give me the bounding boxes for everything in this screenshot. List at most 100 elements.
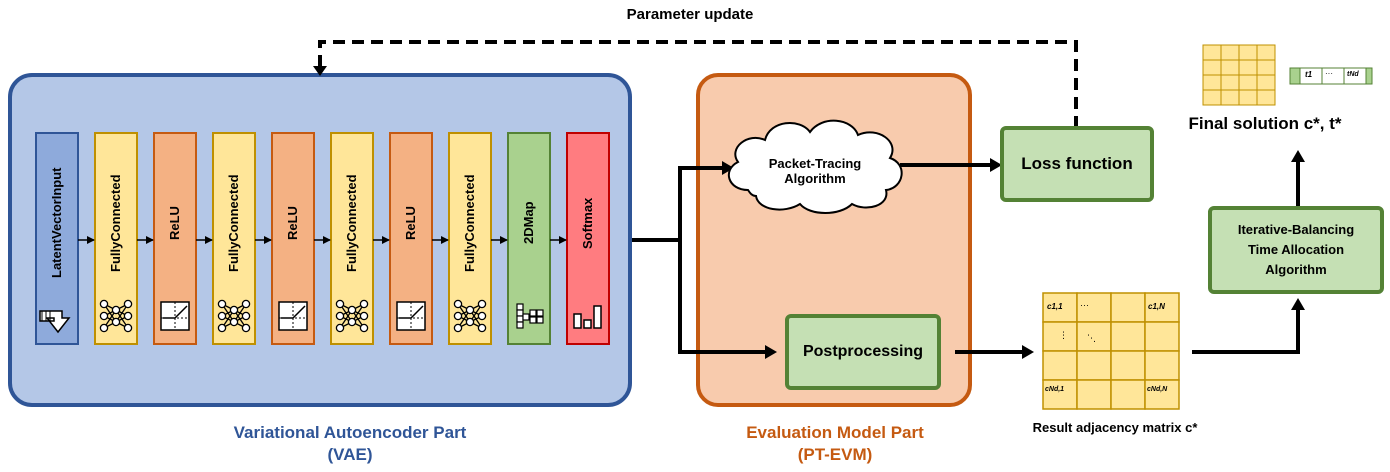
postprocessing-label: Postprocessing [802,343,924,360]
layer-label-9: Softmax [580,197,595,249]
parameter-update-label: Parameter update [626,6,754,23]
vae-caption-line1: Variational Autoencoder Part [233,423,467,442]
iterative-line2: Time Allocation [1247,242,1345,257]
matrix-cell [1144,321,1180,352]
parameter-update-arrowhead [313,66,327,76]
matrix-cell [1076,350,1112,381]
matrix-cell [1110,292,1146,323]
final-matrix-icon [1202,44,1276,106]
matrix-cell [1110,350,1146,381]
final-solution-caption: Final solution c*, t* [1188,114,1342,133]
layer-label-0: LatentVectorInput [49,167,64,279]
iterative-balancing-box [1208,206,1384,294]
input-arrow-icon [39,310,71,334]
relu-graph-icon [278,301,308,331]
final-matrix-cell [1220,89,1240,106]
vae-caption-line2: (VAE) [327,445,373,464]
matrix-ddots: ⋱ [1087,333,1096,343]
iterative-balancing-label: Iterative-Balancing Time Allocation Algo… [1210,208,1382,292]
bar-chart-icon [573,305,602,329]
evm-caption-line1: Evaluation Model Part [746,423,924,442]
postprocessing-box [785,314,941,390]
matrix-to-iterative-arrow [1192,308,1300,354]
final-matrix-cell [1256,44,1276,61]
vae-caption: Variational Autoencoder Part (VAE) [150,422,550,466]
final-t-hdots: ··· [1325,69,1333,78]
relu-graph-icon [396,301,426,331]
final-matrix-cell [1238,89,1258,106]
matrix-c11-label: c1,1 [1047,302,1063,311]
matrix-cell [1144,292,1180,323]
layer-label-5: FullyConnected [344,174,359,272]
packet-tracing-line2: Algorithm [784,171,846,186]
final-matrix-cell [1202,59,1222,76]
split-arrowhead-down [765,345,777,359]
final-matrix-cell [1238,59,1258,76]
matrix-cell [1144,350,1180,381]
loss-function-label: Loss function [1021,154,1133,173]
result-adjacency-matrix [1042,292,1180,410]
final-matrix-cell [1256,74,1276,91]
split-line-up [678,166,725,240]
grid-map-icon [516,303,544,329]
layer-label-2: ReLU [167,206,182,240]
layer-box-8 [507,132,551,345]
relu-graph-icon [160,301,190,331]
neural-network-icon [99,299,133,333]
matrix-cell [1144,379,1180,410]
matrix-cnd1-label: cNd,1 [1045,386,1065,393]
evm-caption-line2: (PT-EVM) [797,445,873,464]
parameter-update-arrow [318,40,1078,128]
final-t1-label: t1 [1305,70,1313,79]
split-line-down [678,240,768,354]
layer-box-9 [566,132,610,345]
layer-box-7 [448,132,492,345]
packet-tracing-label: Packet-Tracing Algorithm [740,148,890,194]
final-matrix-cell [1256,59,1276,76]
packet-tracing-line1: Packet-Tracing [768,156,862,171]
matrix-cell [1042,350,1078,381]
final-t-vector [1289,67,1373,85]
split-arrowhead-up [722,161,734,175]
result-matrix-caption: Result adjacency matrix c* [1032,420,1198,435]
final-tnd-label: tNd [1347,71,1359,78]
evm-caption: Evaluation Model Part (PT-EVM) [700,422,970,466]
final-matrix-cell [1202,74,1222,91]
iterative-line1: Iterative-Balancing [1237,222,1355,237]
final-matrix-cell [1202,89,1222,106]
vae-layer-stack [35,132,610,345]
layer-label-4: ReLU [285,206,300,240]
final-matrix-cell [1238,74,1258,91]
final-matrix-cell [1202,44,1222,61]
layer-label-7: FullyConnected [462,174,477,272]
layer-box-0 [35,132,79,345]
layer-label-8: 2DMap [521,201,536,245]
matrix-cell [1076,379,1112,410]
matrix-vdots: ⋮ [1059,330,1068,340]
matrix-c1n-label: c1,N [1148,302,1165,311]
final-matrix-cell [1238,44,1258,61]
iterative-to-final-arrowhead [1291,150,1305,162]
matrix-hdots: ··· [1080,300,1089,310]
layer-label-3: FullyConnected [226,174,241,272]
final-matrix-cell [1220,74,1240,91]
layer-label-6: ReLU [403,206,418,240]
final-matrix-cell [1220,44,1240,61]
layer-label-1: FullyConnected [108,174,123,272]
packet-tracing-cloud [727,119,903,214]
final-matrix-cell [1256,89,1276,106]
post-to-matrix-arrowhead [1022,345,1034,359]
matrix-cell [1110,379,1146,410]
matrix-cell [1042,379,1078,410]
neural-network-icon [453,299,487,333]
iterative-line3: Algorithm [1265,262,1327,277]
matrix-cell [1110,321,1146,352]
matrix-to-iterative-arrowhead [1291,298,1305,310]
neural-network-icon [217,299,251,333]
matrix-cndn-label: cNd,N [1147,386,1168,393]
loss-function-box [1000,126,1154,202]
cloud-to-loss-arrowhead [990,158,1002,172]
matrix-cell [1076,292,1112,323]
final-matrix-cell [1220,59,1240,76]
